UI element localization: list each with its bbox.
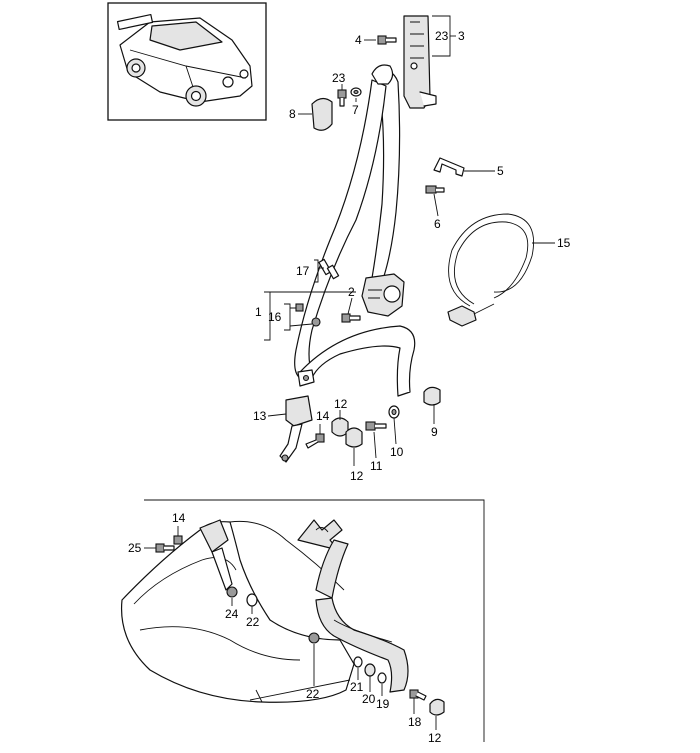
callout-10: 10: [390, 445, 404, 459]
callout-9: 9: [431, 425, 438, 439]
washer-7: [350, 87, 362, 97]
callout-14-lower: 14: [172, 511, 186, 525]
height-adjuster-rail: [403, 15, 437, 109]
callout-23-lower: 23: [332, 71, 346, 85]
callout-24: 24: [225, 607, 239, 621]
seat-belt-strap: [294, 70, 416, 397]
cap-12-inset: [429, 698, 445, 716]
callout-12-c: 12: [428, 731, 442, 745]
bolt-18: [409, 689, 427, 701]
bolt-14: [305, 433, 325, 449]
washer-10: [388, 405, 400, 419]
bolt-6: [425, 185, 445, 194]
bolt-14-inset: [173, 535, 183, 545]
callout-6: 6: [434, 217, 441, 231]
belt-anchor-lower: [297, 369, 315, 387]
callout-5: 5: [497, 164, 504, 178]
callout-19: 19: [376, 697, 390, 711]
callout-11: 11: [370, 459, 383, 473]
nut-22-right: [308, 632, 320, 644]
anchor-19: [377, 672, 387, 684]
callout-2: 2: [348, 285, 355, 299]
callout-12-b: 12: [350, 469, 364, 483]
car-illustration: [116, 13, 253, 107]
bolt-4: [377, 35, 397, 45]
cap-9: [423, 386, 441, 406]
nut-24: [226, 586, 238, 598]
spacer-20: [364, 663, 376, 677]
bolt-11: [365, 421, 387, 431]
cap-12: [331, 417, 363, 448]
callout-13: 13: [253, 409, 267, 423]
callout-3: 3: [458, 29, 465, 43]
callout-16: 16: [268, 310, 282, 324]
callout-17: 17: [296, 264, 310, 278]
washer-21: [353, 656, 363, 668]
seat-inset: [120, 499, 485, 742]
cap-22-left: [246, 593, 258, 607]
clip-5: [433, 157, 465, 177]
pins-17: [318, 258, 340, 280]
callout-22-left: 22: [246, 615, 260, 629]
callout-25: 25: [128, 541, 142, 555]
belt-guide-loop: [371, 64, 394, 85]
vehicle-thumbnail: [107, 2, 267, 121]
bolt-23: [337, 89, 347, 107]
callout-7: 7: [352, 103, 359, 117]
buckle-13: [279, 395, 313, 463]
bolt-2: [341, 313, 361, 323]
bolt-25: [155, 543, 175, 553]
callout-18: 18: [408, 715, 422, 729]
callout-22-right: 22: [306, 687, 320, 701]
callouts-lower: 14 25 24 22 22 21 20 19 18 12: [128, 511, 442, 745]
wiring-harness: [447, 213, 534, 327]
callout-21: 21: [350, 680, 364, 694]
callouts-upper: 23 3 4 23 7 8 5 6 15 17 1 16 2 9 10 1: [253, 15, 571, 483]
callout-1: 1: [255, 305, 262, 319]
belt-retractor: [361, 273, 405, 317]
callout-14-upper: 14: [316, 409, 330, 423]
callout-12-a: 12: [334, 397, 348, 411]
callout-4: 4: [355, 33, 362, 47]
nuts-16: [295, 303, 321, 327]
callout-8: 8: [289, 107, 296, 121]
callout-23-upper: 23: [435, 29, 449, 43]
cover-cap: [311, 97, 333, 131]
callout-20: 20: [362, 692, 376, 706]
callout-15: 15: [557, 236, 571, 250]
